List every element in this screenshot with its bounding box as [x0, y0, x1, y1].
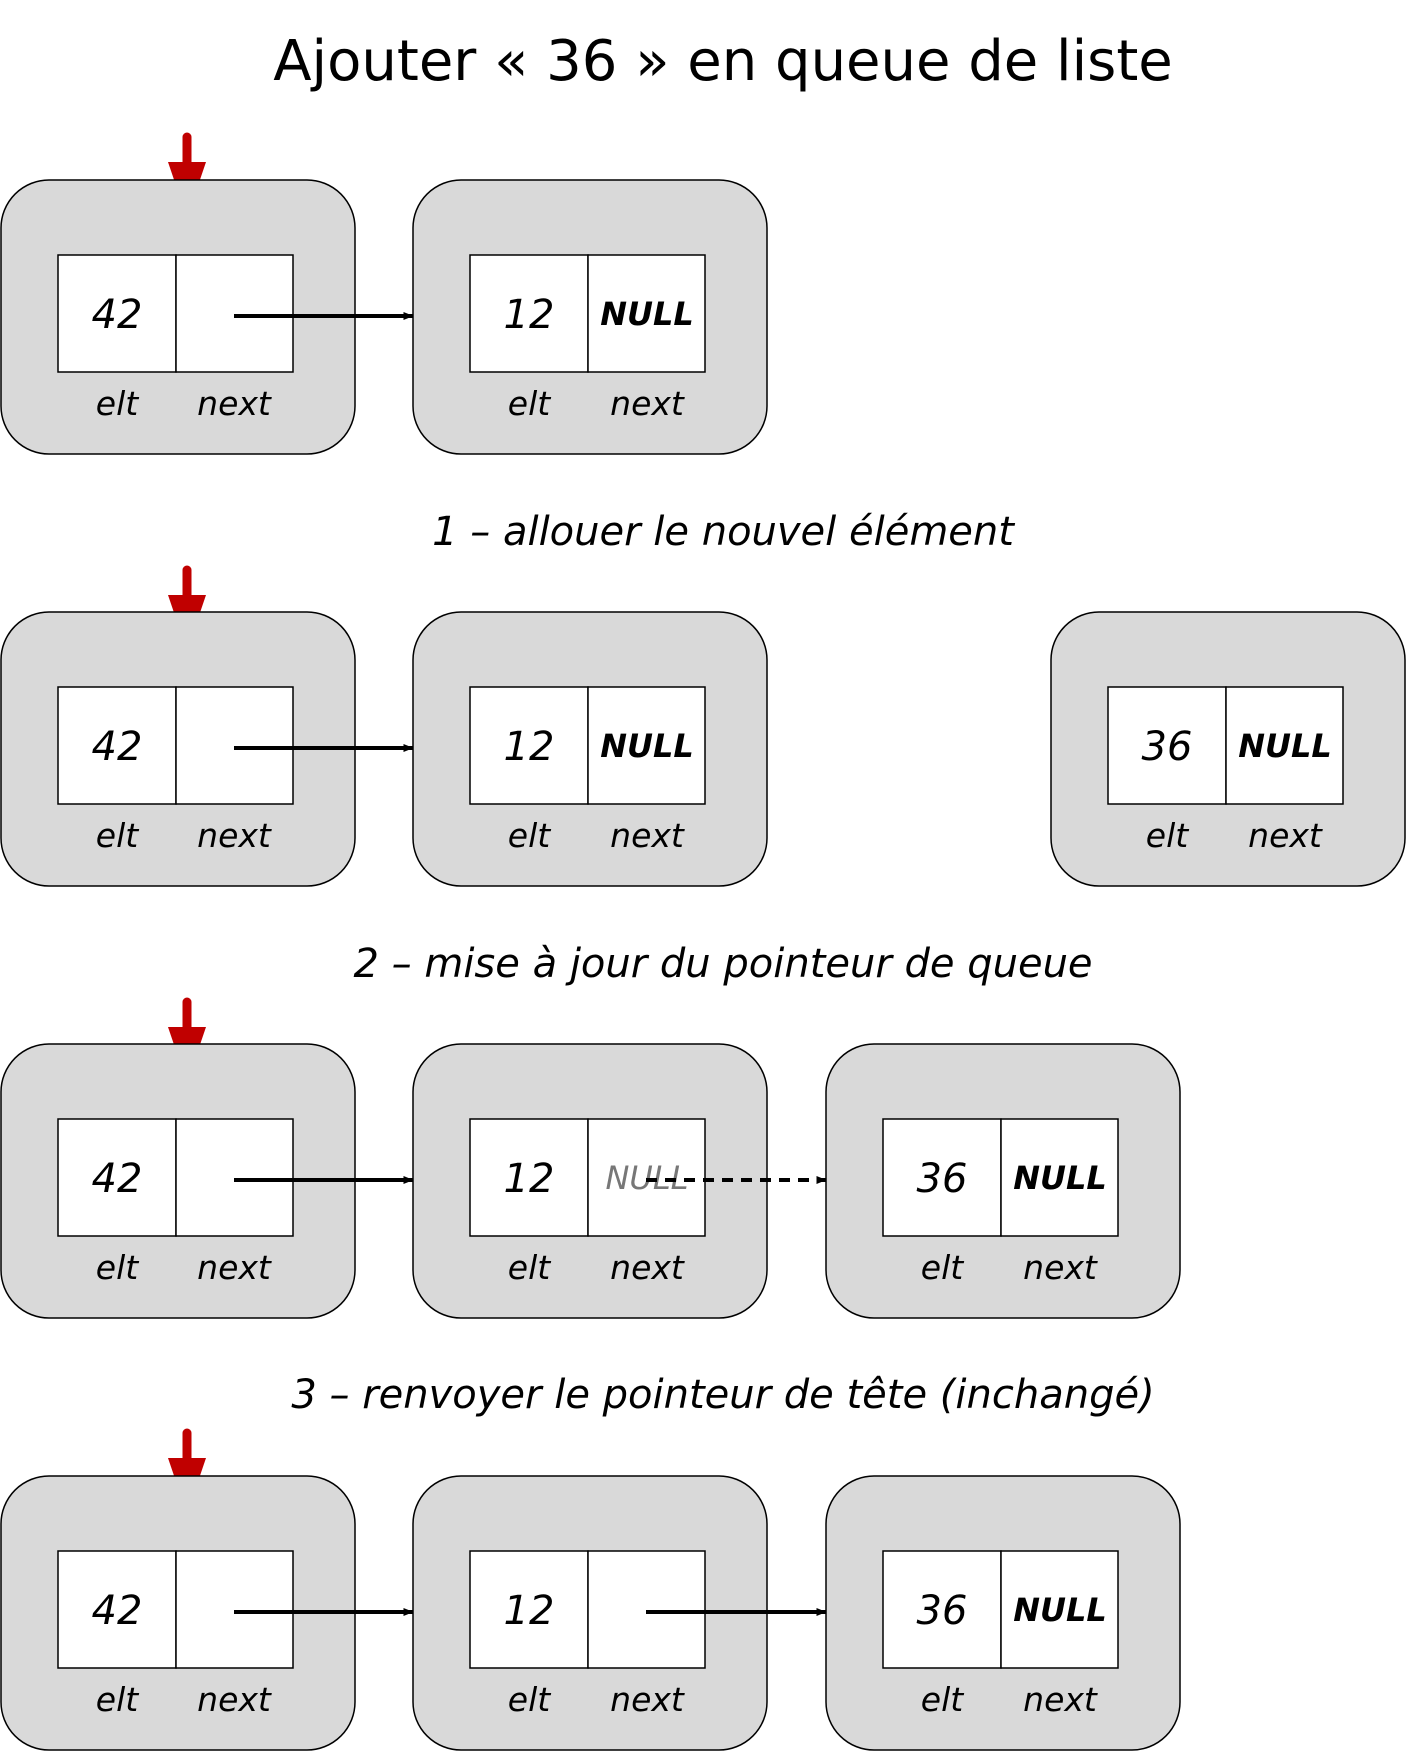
next-cell — [587, 254, 706, 373]
next-cell — [175, 1550, 294, 1669]
list-node-42: 42 elt next — [0, 1043, 356, 1319]
next-label: next — [610, 1248, 685, 1287]
elt-cell — [882, 1118, 1002, 1237]
next-label: next — [610, 1680, 685, 1719]
list-node-12: 12 NULL elt next — [412, 179, 768, 455]
row-1: 42 elt next 12 NULL elt next 36 NULL elt… — [0, 565, 1406, 887]
elt-label: elt — [96, 816, 139, 855]
elt-value: 36 — [917, 1156, 968, 1202]
next-label: next — [1023, 1680, 1098, 1719]
elt-cell — [882, 1550, 1002, 1669]
next-cell — [587, 1550, 706, 1669]
elt-cell — [57, 686, 177, 805]
step-caption: 1 – allouer le nouvel élément — [432, 509, 1015, 555]
elt-label: elt — [508, 1680, 551, 1719]
next-label: next — [197, 384, 272, 423]
elt-cell — [57, 254, 177, 373]
elt-value: 36 — [1142, 724, 1193, 770]
next-value: NULL — [600, 295, 694, 333]
step-caption: 3 – renvoyer le pointeur de tête (inchan… — [291, 1372, 1154, 1418]
elt-cell — [57, 1118, 177, 1237]
row-3: 42 elt next 12 elt next 36 NULL elt next — [0, 1428, 1181, 1751]
elt-value: 42 — [92, 1588, 143, 1634]
next-cell — [1000, 1550, 1119, 1669]
next-label: next — [197, 816, 272, 855]
elt-label: elt — [508, 1248, 551, 1287]
next-label: next — [1248, 816, 1323, 855]
elt-value: 42 — [92, 292, 143, 338]
list-node-36: 36 NULL elt next — [825, 1475, 1181, 1751]
elt-label: elt — [96, 384, 139, 423]
list-node-12: 12 elt next — [412, 1475, 768, 1751]
next-label: next — [197, 1680, 272, 1719]
next-label: next — [1023, 1248, 1098, 1287]
row-2: 42 elt next 12 NULL elt next 36 NULL elt… — [0, 997, 1181, 1319]
next-label: next — [197, 1248, 272, 1287]
next-cell — [175, 1118, 294, 1237]
elt-label: elt — [921, 1680, 964, 1719]
elt-cell — [57, 1550, 177, 1669]
next-cell — [1000, 1118, 1119, 1237]
elt-label: elt — [508, 384, 551, 423]
step-caption: 2 – mise à jour du pointeur de queue — [353, 941, 1092, 987]
next-cell — [175, 686, 294, 805]
elt-cell — [469, 686, 589, 805]
diagram-title: Ajouter « 36 » en queue de liste — [273, 29, 1173, 94]
elt-value: 42 — [92, 1156, 143, 1202]
next-value: NULL — [600, 727, 694, 765]
next-cell — [175, 254, 294, 373]
elt-value: 42 — [92, 724, 143, 770]
next-label: next — [610, 816, 685, 855]
list-node-42: 42 elt next — [0, 1475, 356, 1751]
list-node-42: 42 elt next — [0, 179, 356, 455]
elt-value: 12 — [504, 724, 555, 770]
elt-label: elt — [96, 1680, 139, 1719]
next-cell — [1225, 686, 1344, 805]
elt-value: 12 — [504, 1588, 555, 1634]
elt-label: elt — [1146, 816, 1189, 855]
elt-cell — [469, 254, 589, 373]
elt-value: 36 — [917, 1588, 968, 1634]
elt-cell — [469, 1118, 589, 1237]
list-node-12: 12 NULL elt next — [412, 1043, 768, 1319]
list-node-36: 36 NULL elt next — [825, 1043, 1181, 1319]
row-0: 42 elt next 12 NULL elt next — [0, 132, 768, 455]
list-node-36: 36 NULL elt next — [1050, 611, 1406, 887]
next-value: NULL — [1238, 727, 1332, 765]
elt-label: elt — [508, 816, 551, 855]
next-value: NULL — [1013, 1591, 1107, 1629]
elt-label: elt — [921, 1248, 964, 1287]
list-node-42: 42 elt next — [0, 611, 356, 887]
list-node-12: 12 NULL elt next — [412, 611, 768, 887]
next-value: NULL — [1013, 1159, 1107, 1197]
elt-value: 12 — [504, 1156, 555, 1202]
next-cell — [587, 686, 706, 805]
next-cell — [587, 1118, 706, 1237]
next-label: next — [610, 384, 685, 423]
elt-value: 12 — [504, 292, 555, 338]
elt-label: elt — [96, 1248, 139, 1287]
elt-cell — [1107, 686, 1227, 805]
